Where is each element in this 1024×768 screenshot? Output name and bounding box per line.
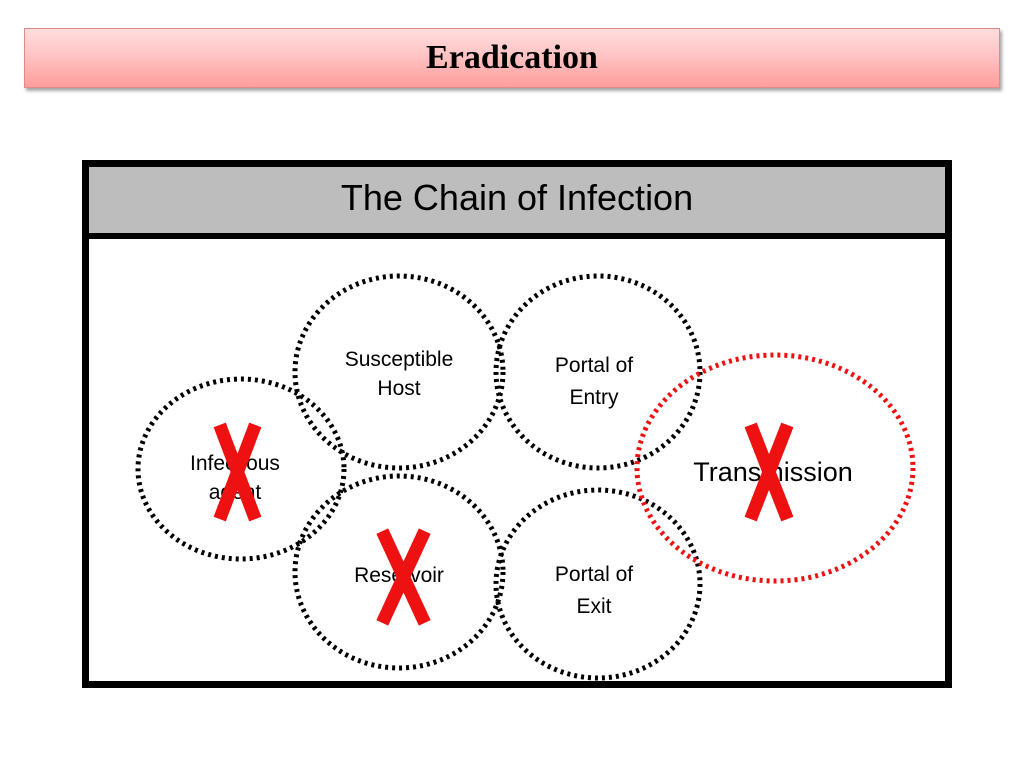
- break-mark-icon: [744, 422, 794, 522]
- node-susceptible-host: Susceptible Host: [292, 273, 506, 471]
- reservoir-circle: [292, 473, 506, 671]
- node-transmission: Transmission: [634, 352, 916, 584]
- chain-of-infection-diagram: The Chain of Infection Infectious agent …: [82, 160, 952, 688]
- node-portal-of-exit: Portal of Exit: [493, 487, 703, 681]
- portal-of-exit-circle: [493, 487, 703, 681]
- portal-of-exit-label-line1: Portal of: [555, 563, 633, 586]
- portal-of-exit-label-line2: Exit: [576, 595, 611, 618]
- node-portal-of-entry: Portal of Entry: [493, 273, 703, 471]
- node-infectious-agent: Infectious agent: [135, 376, 347, 562]
- diagram-header: The Chain of Infection: [89, 167, 945, 239]
- portal-of-entry-label-line1: Portal of: [555, 354, 633, 377]
- break-mark-icon: [213, 422, 262, 522]
- slide-title: Eradication: [426, 39, 598, 76]
- break-mark-icon: [376, 528, 431, 626]
- infectious-agent-circle: [135, 376, 347, 562]
- diagram-heading: The Chain of Infection: [340, 177, 694, 218]
- transmission-circle: [634, 352, 916, 584]
- susceptible-host-circle: [292, 273, 506, 471]
- susceptible-host-label-line1: Susceptible: [345, 348, 454, 371]
- portal-of-entry-label-line2: Entry: [569, 386, 619, 409]
- node-reservoir: Reservoir: [292, 473, 506, 671]
- title-banner: Eradication: [24, 28, 1000, 88]
- chain-circles: Infectious agent Susceptible Host Portal…: [135, 273, 916, 681]
- susceptible-host-label-line2: Host: [377, 377, 420, 400]
- portal-of-entry-circle: [493, 273, 703, 471]
